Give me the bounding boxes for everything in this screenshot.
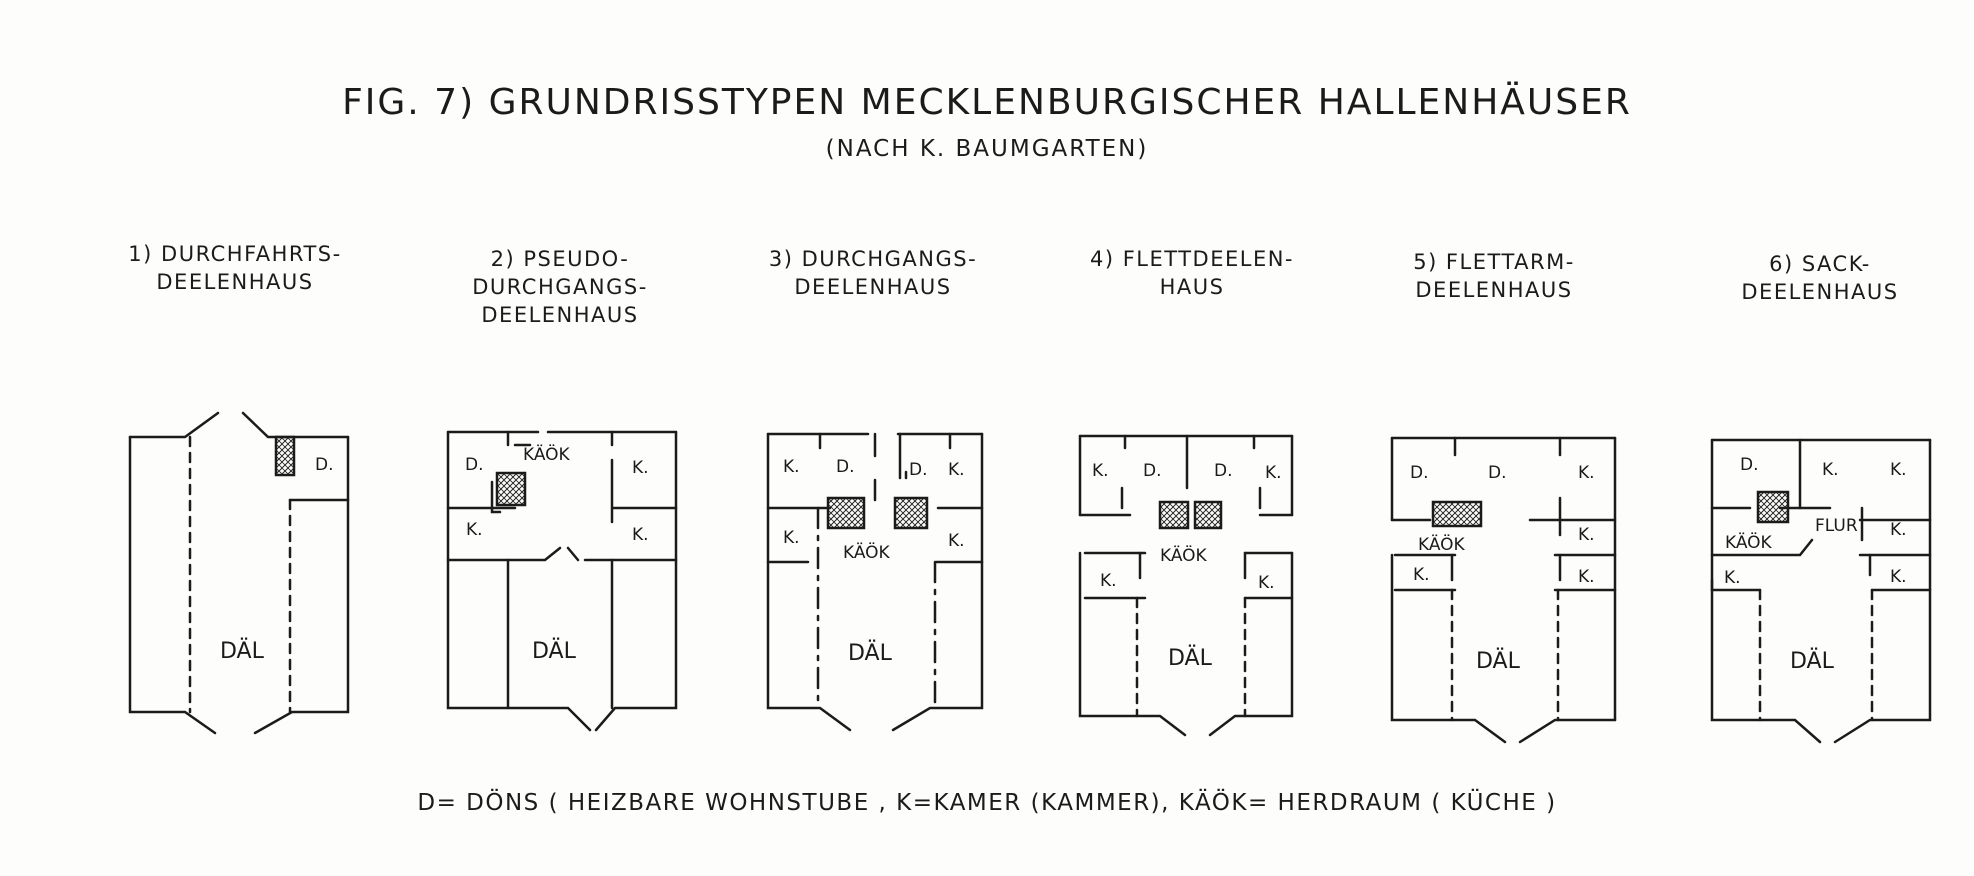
type-label-line: DEELENHAUS [794,275,952,299]
room-label-d: D. [909,460,928,480]
room-label-k: K. [1724,568,1741,588]
room-label-dael: DÄL [848,640,893,666]
plan-4 [1078,434,1294,737]
figure-title: FIG. 7) GRUNDRISSTYPEN MECKLENBURGISCHER… [342,82,1632,123]
type-label-2: 2) PSEUDO- DURCHGANGS- DEELENHAUS [420,245,700,329]
room-label-k: K. [1413,565,1430,585]
type-label-line: 4) FLETTDEELEN- [1089,247,1295,271]
type-label-4: 4) FLETTDEELEN- HAUS [1052,245,1332,301]
room-label-flur: FLUR [1815,516,1858,536]
room-label-kaeoek: KÄÖK [1160,544,1208,566]
plan-5 [1390,436,1617,744]
room-label-dael: DÄL [220,638,265,664]
room-label-d: D. [465,455,484,475]
room-label-k: K. [1578,567,1595,587]
type-label-line: HAUS [1159,275,1225,299]
plan-3 [766,432,984,732]
legend: D= DÖNS ( HEIZBARE WOHNSTUBE , K=KAMER (… [417,790,1557,816]
plan-2 [446,430,678,732]
type-label-6: 6) SACK- DEELENHAUS [1680,250,1960,306]
room-label-k: K. [1092,461,1109,481]
room-label-k: K. [632,525,649,545]
room-label-kaeoek: KÄÖK [1725,531,1773,553]
room-label-k: K. [1890,520,1907,540]
type-label-line: 6) SACK- [1769,252,1871,276]
type-label-line: DEELENHAUS [481,303,639,327]
room-label-k: K. [1258,573,1275,593]
type-label-1: 1) DURCHFAHRTS- DEELENHAUS [95,240,375,296]
room-label-k: K. [632,458,649,478]
type-label-line: 5) FLETTARM- [1413,250,1575,274]
plan-1 [128,411,350,735]
type-label-line: 2) PSEUDO- [490,247,630,271]
room-label-k: K. [1890,460,1907,480]
room-label-dael: DÄL [1790,648,1835,674]
room-label-d: D. [315,455,334,475]
room-label-k: K. [1265,463,1282,483]
room-label-dael: DÄL [1168,645,1213,671]
room-label-kaeoek: KÄÖK [523,443,571,465]
room-label-k: K. [1578,463,1595,483]
room-label-k: K. [1578,525,1595,545]
room-label-k: K. [1890,567,1907,587]
type-label-line: 3) DURCHGANGS- [768,247,978,271]
room-label-k: K. [948,460,965,480]
room-label-k: K. [948,531,965,551]
room-label-d: D. [1740,455,1759,475]
room-label-kaeoek: KÄÖK [1418,533,1466,555]
room-label-dael: DÄL [532,638,577,664]
room-label-k: K. [466,520,483,540]
room-label-k: K. [783,528,800,548]
type-label-line: DEELENHAUS [1415,278,1573,302]
type-label-line: 1) DURCHFAHRTS- [128,242,342,266]
room-label-dael: DÄL [1476,648,1521,674]
room-label-d: D. [836,457,855,477]
type-label-3: 3) DURCHGANGS- DEELENHAUS [733,245,1013,301]
type-label-5: 5) FLETTARM- DEELENHAUS [1354,248,1634,304]
room-label-d: D. [1488,463,1507,483]
room-label-k: K. [1822,460,1839,480]
type-label-line: DEELENHAUS [156,270,314,294]
room-label-d: D. [1410,463,1429,483]
room-label-d: D. [1214,461,1233,481]
figure-subtitle: (NACH K. BAUMGARTEN) [825,136,1149,162]
room-label-k: K. [783,457,800,477]
room-label-kaeoek: KÄÖK [843,541,891,563]
plan-6 [1710,438,1932,744]
type-label-line: DURCHGANGS- [472,275,648,299]
room-label-k: K. [1100,571,1117,591]
type-label-line: DEELENHAUS [1741,280,1899,304]
room-label-d: D. [1143,461,1162,481]
